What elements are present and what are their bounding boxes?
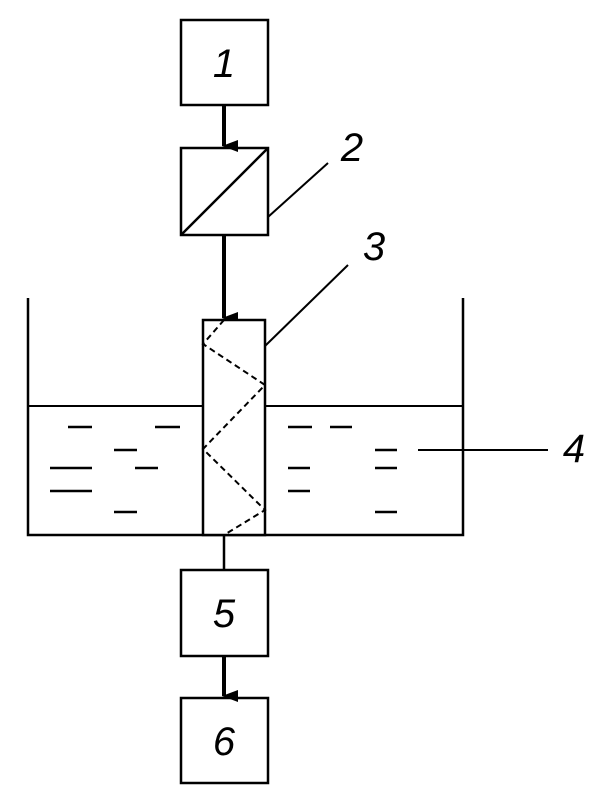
liquid-dashes xyxy=(50,425,397,514)
block-1-label: 1 xyxy=(213,42,235,86)
block-2-splitter xyxy=(179,146,270,237)
callout-4-label: 4 xyxy=(563,427,585,471)
leader-2 xyxy=(267,162,329,218)
block-6: 6 xyxy=(179,696,270,785)
block-5-label: 5 xyxy=(213,592,236,636)
element-3-rod xyxy=(201,318,267,537)
leader-3 xyxy=(264,264,349,347)
block-1: 1 xyxy=(179,18,270,107)
block-5: 5 xyxy=(179,568,270,658)
zigzag-ray-path xyxy=(201,319,267,536)
callout-3-label: 3 xyxy=(363,225,385,269)
callout-2-label: 2 xyxy=(340,126,363,170)
splitter-diagonal xyxy=(180,147,269,236)
block-6-label: 6 xyxy=(213,720,236,764)
